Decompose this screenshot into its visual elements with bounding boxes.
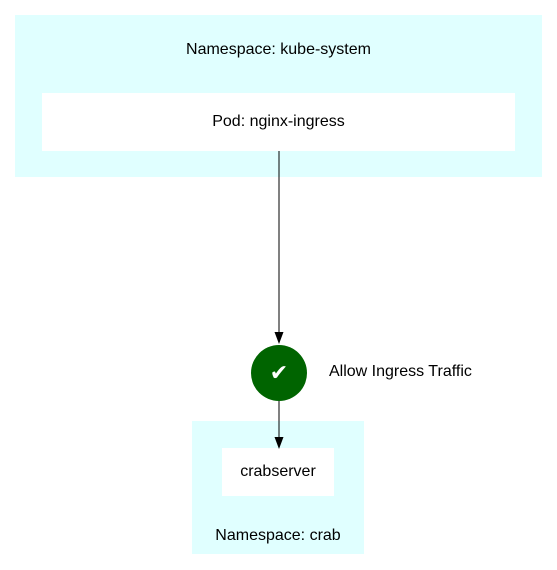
arrowhead-policy-to-crabserver (274, 437, 284, 449)
checkmark-icon: ✔ (269, 360, 289, 385)
cluster-kube-system-label: Namespace: kube-system (186, 41, 371, 58)
crabserver-node: crabserver (222, 448, 334, 496)
pod-nginx-ingress-node: Pod: nginx-ingress (42, 93, 515, 151)
cluster-kube-system: Namespace: kube-system Pod: nginx-ingres… (15, 15, 542, 177)
pod-nginx-ingress-label: Pod: nginx-ingress (212, 113, 345, 130)
arrowhead-nginx-to-policy (274, 332, 284, 344)
allow-ingress-policy-node: ✔ (251, 345, 307, 401)
crabserver-label: crabserver (240, 463, 316, 480)
allow-ingress-policy-label: Allow Ingress Traffic (329, 363, 472, 380)
cluster-crab-label: Namespace: crab (215, 527, 341, 544)
cluster-crab: crabserver Namespace: crab (192, 421, 364, 554)
